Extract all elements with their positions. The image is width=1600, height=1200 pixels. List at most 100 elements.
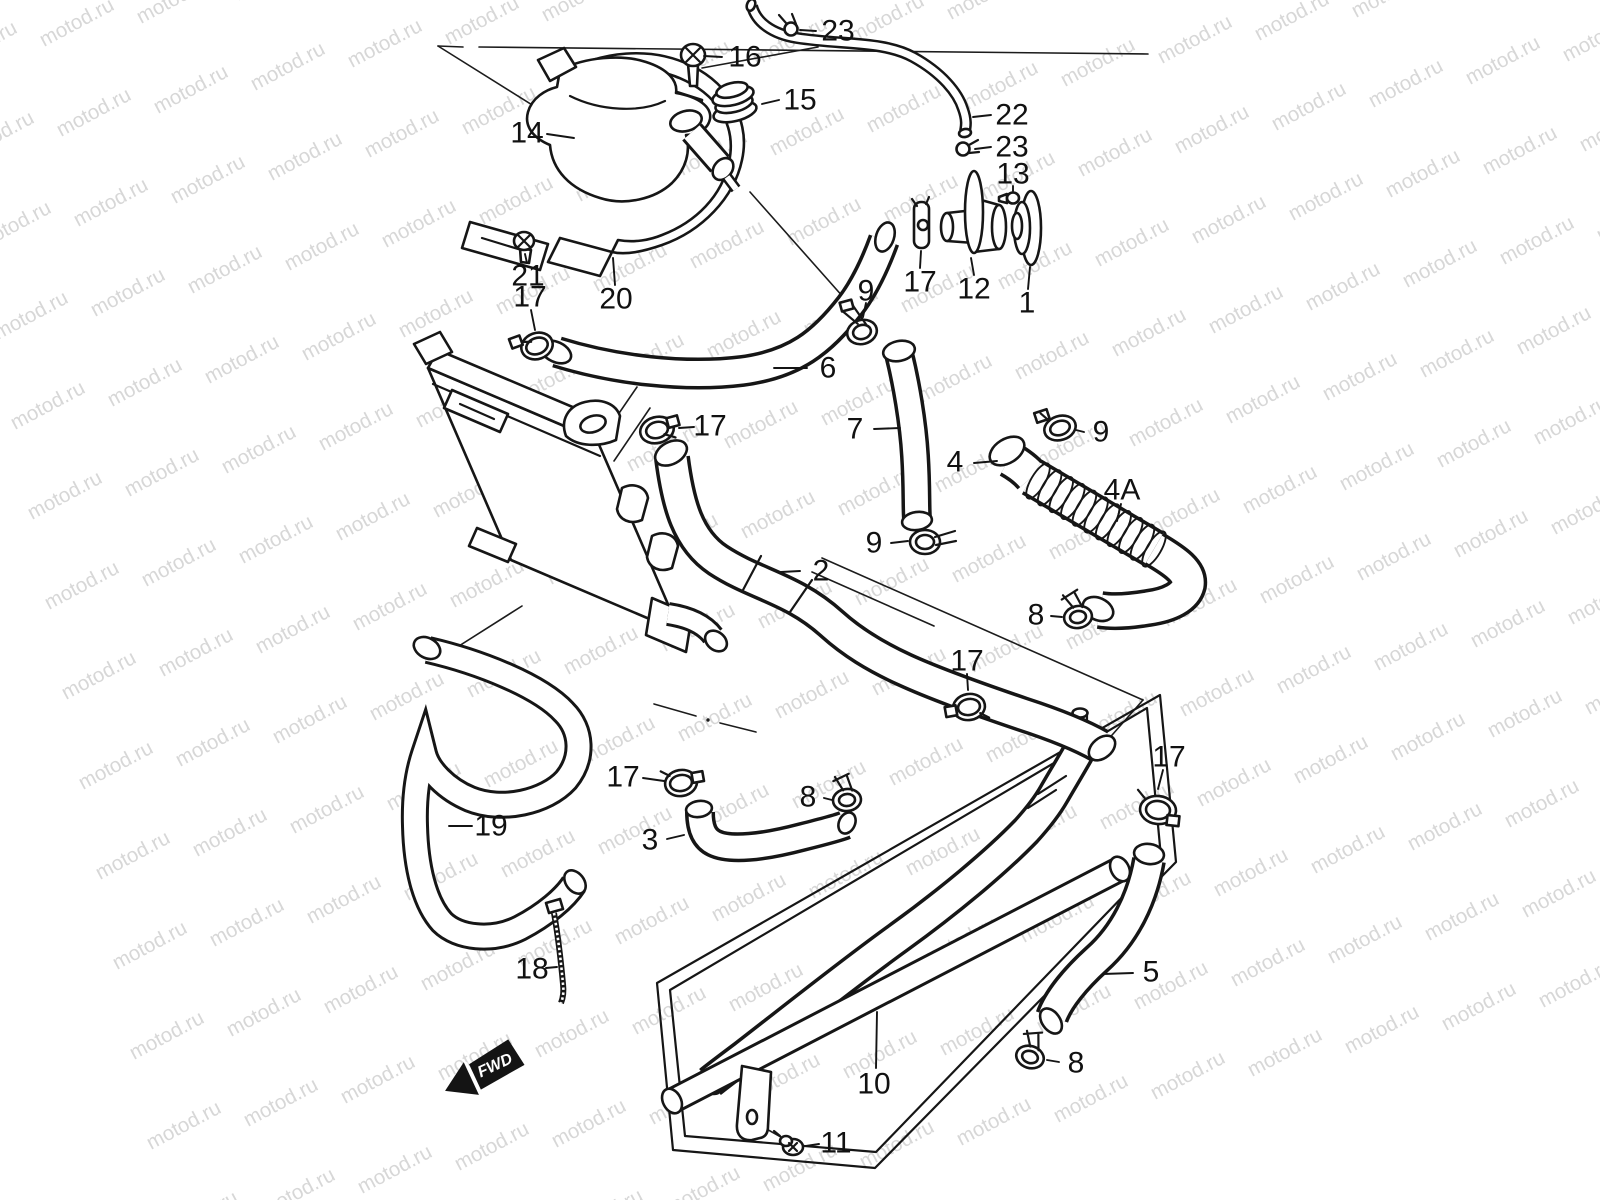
watermark-text: motod.ru [315,397,397,455]
watermark-text: motod.ru [160,1186,242,1200]
watermark-text: motod.ru [635,0,717,3]
callout-label-10: 10 [857,1068,890,1101]
callout-label-8: 8 [1068,1047,1085,1080]
watermark-text: motod.ru [1050,1069,1132,1127]
clamp-9-mid [908,528,958,556]
watermark-text: motod.ru [720,395,802,453]
watermark-text: motod.ru [538,0,620,26]
watermark-text: motod.ru [1011,326,1093,384]
seal-ring-1 [1010,189,1043,267]
watermark-text: motod.ru [252,600,334,658]
clamp-17-neck [638,414,681,445]
hose-19 [400,635,593,951]
watermark-text: motod.ru [1040,0,1122,1]
radiator [412,330,729,654]
leader-line-7 [873,427,901,430]
hose-3 [684,799,857,863]
hose-2 [653,439,1117,762]
watermark-text: motod.ru [332,487,414,545]
reservoir-spout [536,46,578,83]
watermark-text: motod.ru [1188,190,1270,248]
watermark-text: motod.ru [126,1006,208,1064]
callout-label-23: 23 [995,131,1028,164]
leader-line-14 [546,133,575,139]
watermark-text: motod.ru [1370,617,1452,675]
callout-label-11: 11 [820,1127,851,1160]
leader-line-15 [761,99,780,105]
callout-label-6: 6 [820,352,837,385]
watermark-text: motod.ru [230,0,312,5]
leader-line-21 [524,253,528,264]
leader-line-3 [666,834,685,840]
watermark-text: motod.ru [1125,393,1207,451]
hose-7 [881,339,934,532]
watermark-text: motod.ru [1501,774,1583,832]
watermark-text: motod.ru [303,870,385,928]
watermark-text: motod.ru [1222,370,1304,428]
watermark-text: motod.ru [257,1163,339,1200]
watermark-text: motod.ru [885,732,967,790]
watermark-text: motod.ru [856,1115,938,1173]
watermark-text: motod.ru [948,529,1030,587]
watermark-text: motod.ru [451,1117,533,1175]
watermark-text: motod.ru [349,577,431,635]
callout-label-8: 8 [1028,599,1045,632]
watermark-text: motod.ru [1256,550,1338,608]
watermark-text: motod.ru [548,1094,630,1152]
watermark-text: motod.ru [1171,100,1253,158]
watermark-text: motod.ru [1382,144,1464,202]
watermark-text: motod.ru [337,1050,419,1108]
watermark-text: motod.ru [1268,77,1350,135]
watermark-text: motod.ru [121,443,203,501]
watermark-text: motod.ru [24,466,106,524]
watermark-text: motod.ru [771,665,853,723]
watermark-text: motod.ru [133,0,215,28]
clamp-17-pump [910,195,931,250]
reservoir-tank-14 [525,46,741,203]
watermark-text: motod.ru [1108,303,1190,361]
watermark-text: motod.ru [58,646,140,704]
watermark-text: motod.ru [41,556,123,614]
spiral-coil [1141,530,1167,568]
cap-15 [711,80,758,124]
watermark-text: motod.ru [936,1002,1018,1060]
watermark-text: motod.ru [1518,864,1600,922]
spiral-coils [1025,462,1167,568]
leader-line-17 [1157,769,1164,790]
watermark-text: motod.ru [674,688,756,746]
watermark-text: motod.ru [611,891,693,949]
watermark-text: motod.ru [1416,324,1498,382]
watermark-text: motod.ru [1244,1023,1326,1081]
leader-line-8 [823,797,833,801]
watermark-text: motod.ru [914,349,996,407]
leader-line-2 [780,570,801,573]
clamp-17-junction [943,692,991,722]
watermark-text: motod.ru [143,1096,225,1154]
watermark-text: motod.ru [104,353,186,411]
callout-label-17: 17 [1152,741,1185,774]
callout-label-3: 3 [642,824,659,857]
bolt-11 [772,1129,805,1157]
watermark-text: motod.ru [531,1004,613,1062]
watermark-text: motod.ru [298,307,380,365]
watermark-text: motod.ru [1399,234,1481,292]
watermark-text: motod.ru [269,690,351,748]
callout-label-17: 17 [903,266,936,299]
watermark-text: motod.ru [953,1092,1035,1150]
watermark-text: motod.ru [92,826,174,884]
watermark-text: motod.ru [1307,820,1389,878]
callout-label-2: 2 [813,555,830,588]
leader-line-9 [862,302,867,318]
watermark-text: motod.ru [594,801,676,859]
watermark-text: motod.ru [565,1184,647,1200]
leader-line-11 [805,1143,820,1147]
callout-label-19: 19 [474,810,507,843]
bolt-13 [997,191,1021,205]
watermark-text: motod.ru [361,104,443,162]
cable-tie-18 [544,897,567,1005]
watermark-text: motod.ru [7,376,89,434]
callout-label-4A: 4A [1104,474,1141,507]
screw-16 [679,42,707,88]
